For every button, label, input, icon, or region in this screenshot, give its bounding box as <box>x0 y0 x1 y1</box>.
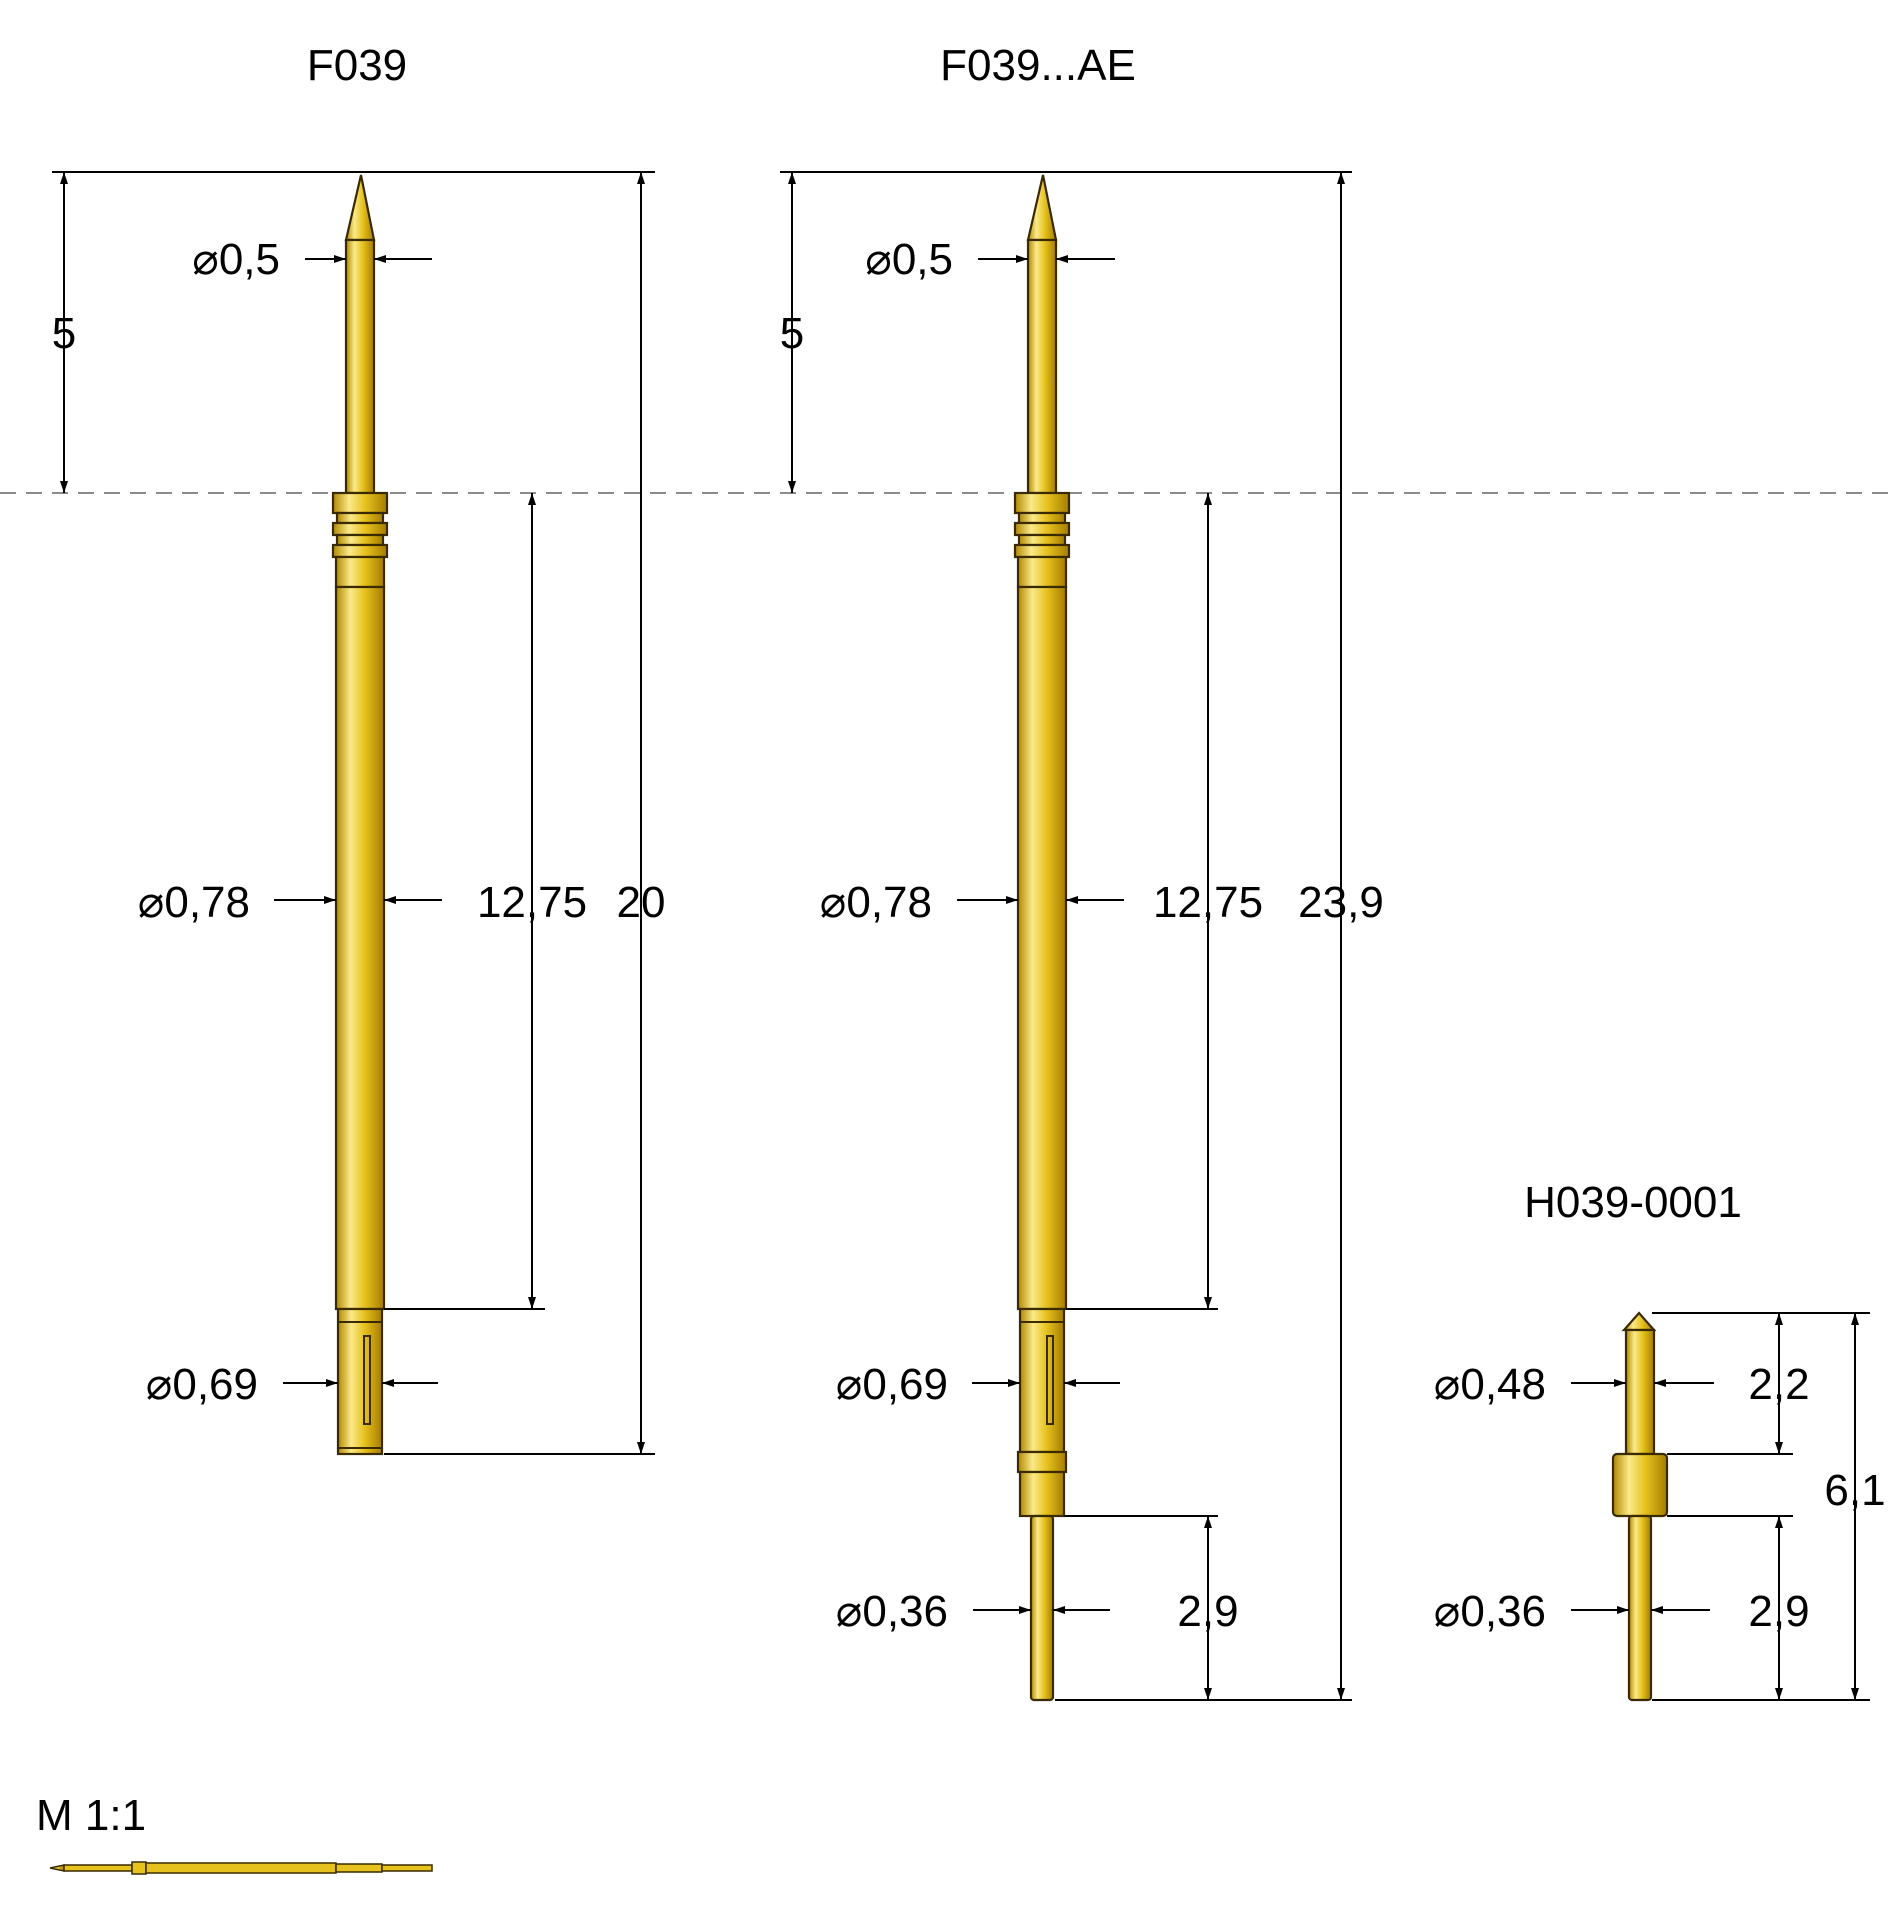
f039-ae-pin-diameter-label: ⌀0,36 <box>836 1587 948 1636</box>
scale-pin-miniature <box>49 1861 433 1875</box>
f039-barrel <box>334 585 386 1311</box>
f039-tip-diameter-label: ⌀0,5 <box>192 235 280 284</box>
f039-ae-group: F039...AE 5 ⌀0,5 12,75 2 <box>780 41 1384 1702</box>
f039-barrel-diameter-label: ⌀0,78 <box>138 878 250 927</box>
f039-ae-total-length-label: 23,9 <box>1298 878 1384 927</box>
f039-tail <box>336 1307 384 1456</box>
scale-label: M 1:1 <box>36 1791 146 1840</box>
f039-barrel-length-label: 12,75 <box>477 878 587 927</box>
f039-ring-3 <box>335 533 385 547</box>
f039-slot <box>363 1335 371 1425</box>
h039-group: H039-0001 2,2 2,9 6,1 ⌀0,48 ⌀0,36 <box>1434 1178 1886 1702</box>
f039-ring-1 <box>335 511 385 525</box>
f039-title: F039 <box>307 41 407 90</box>
f039-ring-4 <box>331 543 389 559</box>
h039-total-length-label: 6,1 <box>1824 1466 1885 1515</box>
f039-ae-title: F039...AE <box>940 41 1136 90</box>
f039-tip-length-label: 5 <box>52 309 76 358</box>
f039-group: F039 5 ⌀0,5 12,75 <box>52 41 666 1456</box>
f039-pin <box>331 174 389 1456</box>
h039-tip-diameter-label: ⌀0,48 <box>1434 1360 1546 1409</box>
f039-total-length-label: 20 <box>617 878 666 927</box>
f039-tail-diameter-label: ⌀0,69 <box>146 1360 258 1409</box>
f039-ae-tip-diameter-label: ⌀0,5 <box>865 235 953 284</box>
h039-pin-diameter-label: ⌀0,36 <box>1434 1587 1546 1636</box>
f039-tip-cone <box>344 174 376 242</box>
f039-ae-barrel-diameter-label: ⌀0,78 <box>820 878 932 927</box>
scale-group: M 1:1 <box>36 1791 433 1875</box>
f039-ring-2 <box>331 521 389 537</box>
f039-ae-tail-diameter-label: ⌀0,69 <box>836 1360 948 1409</box>
h039-tip-length-label: 2,2 <box>1748 1360 1809 1409</box>
f039-ae-tip-length-label: 5 <box>780 309 804 358</box>
f039-collar-top <box>331 491 389 515</box>
f039-ae-barrel-length-label: 12,75 <box>1153 878 1263 927</box>
f039-tip-plunger <box>344 238 376 495</box>
h039-pin <box>1611 1311 1669 1702</box>
h039-pin-length-label: 2,9 <box>1748 1587 1809 1636</box>
h039-title: H039-0001 <box>1524 1178 1742 1227</box>
f039-neck <box>334 555 386 589</box>
f039-ae-pin <box>1013 174 1071 1702</box>
f039-ae-pin-length-label: 2,9 <box>1177 1587 1238 1636</box>
